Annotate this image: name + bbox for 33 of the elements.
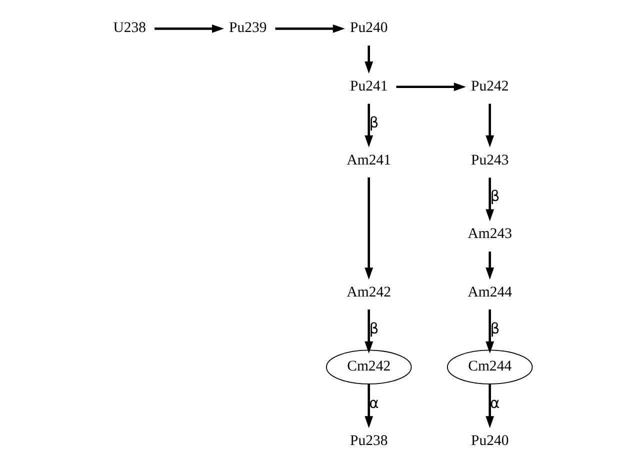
node-text: Pu239 <box>228 20 267 36</box>
arrow <box>364 309 374 354</box>
node-text: Pu240 <box>350 20 388 36</box>
edge-label: β <box>369 320 379 338</box>
edge-label: β <box>369 114 379 132</box>
edge-label: α <box>490 394 500 412</box>
node-text: Am244 <box>468 284 512 300</box>
edge-label: β <box>490 320 500 338</box>
arrow <box>154 24 224 33</box>
arrow <box>486 384 494 428</box>
edge-label: β <box>490 188 500 206</box>
arrow <box>486 104 494 148</box>
node-text: Am242 <box>346 284 392 300</box>
node-text: U238 <box>113 20 146 36</box>
node-text: Am243 <box>468 226 512 242</box>
arrow <box>364 104 374 148</box>
edge-label: α <box>369 394 379 412</box>
arrow <box>364 46 374 74</box>
arrow <box>396 82 466 92</box>
arrow <box>364 384 374 428</box>
node-text: Pu242 <box>470 78 509 94</box>
node-ellipse: Cm244 <box>446 350 533 384</box>
node-ellipse: Cm242 <box>326 350 412 384</box>
arrow <box>486 252 494 280</box>
arrow <box>486 178 494 222</box>
node-text: Am241 <box>346 152 392 168</box>
node-text: Pu241 <box>350 78 388 94</box>
arrow <box>275 24 345 33</box>
node-text: Pu243 <box>470 152 509 168</box>
node-text: Pu238 <box>350 432 388 449</box>
arrow <box>486 309 494 354</box>
arrow <box>364 177 374 280</box>
node-text: Pu240 <box>470 432 509 449</box>
